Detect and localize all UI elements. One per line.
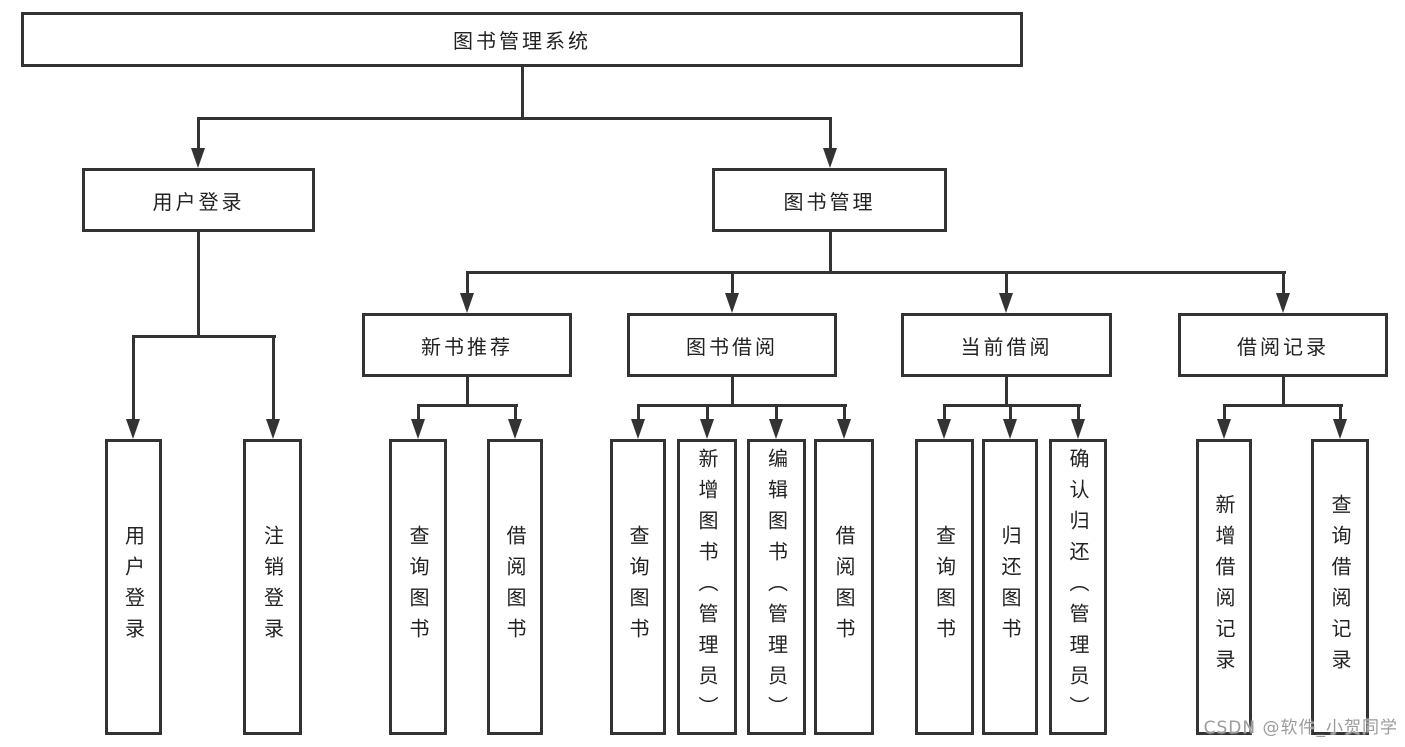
connector-drop-line [1009, 404, 1012, 421]
node-book-borrow: 图书借阅 [627, 313, 837, 377]
node-borrow-records: 借阅记录 [1178, 313, 1388, 377]
leaf-confirm-return-admin-label: 确认归还（管理员） [1066, 447, 1090, 727]
connector-drop-line [1223, 404, 1226, 421]
leaf-add-book-admin-label: 新增图书（管理员） [695, 447, 719, 727]
arrow-down-icon [126, 419, 140, 439]
arrow-down-icon [1217, 419, 1231, 439]
leaf-borrow-book-1-label: 借阅图书 [503, 525, 527, 649]
connector-drop-line [197, 117, 200, 151]
node-book-management: 图书管理 [712, 168, 947, 232]
connector-drop-line [1339, 404, 1342, 421]
node-book-borrow-label: 图书借阅 [686, 334, 778, 359]
connector-userlogin-rail [132, 335, 276, 338]
connector-stem [466, 377, 469, 407]
leaf-query-book-3-label: 查询图书 [932, 525, 957, 649]
connector-drop-line [1282, 271, 1285, 295]
leaf-add-book-admin: 新增图书（管理员） [677, 439, 737, 735]
arrow-down-icon [999, 293, 1013, 313]
node-current-borrow-label: 当前借阅 [960, 334, 1053, 359]
leaf-user-login: 用户登录 [105, 439, 162, 735]
node-borrow-records-label: 借阅记录 [1237, 334, 1329, 359]
leaf-borrow-book-2: 借阅图书 [814, 439, 874, 735]
leaf-query-borrow-record-label: 查询借阅记录 [1328, 494, 1352, 680]
arrow-down-icon [1071, 419, 1085, 439]
connector-drop-line [829, 117, 832, 151]
arrow-down-icon [700, 419, 714, 439]
node-root-label: 图书管理系统 [453, 29, 591, 53]
connector-drop-line [706, 404, 709, 421]
arrow-down-icon [1276, 293, 1290, 313]
connector-bookmgmt-stem [829, 232, 832, 274]
leaf-query-borrow-record: 查询借阅记录 [1311, 439, 1369, 735]
arrow-down-icon [1333, 419, 1347, 439]
node-new-book-recommend-label: 新书推荐 [421, 334, 513, 359]
arrow-down-icon [725, 293, 739, 313]
connector-stem [731, 377, 734, 407]
arrow-down-icon [837, 419, 851, 439]
arrow-down-icon [508, 419, 522, 439]
connector-drop-line [514, 404, 517, 421]
connector-drop-line [775, 404, 778, 421]
connector-userlogin-stem [197, 232, 200, 338]
arrow-down-icon [937, 419, 951, 439]
arrow-down-icon [266, 419, 280, 439]
leaf-edit-book-admin: 编辑图书（管理员） [747, 439, 806, 735]
connector-stem [1282, 377, 1285, 407]
leaf-query-book-1: 查询图书 [389, 439, 447, 735]
leaf-add-borrow-record: 新增借阅记录 [1196, 439, 1252, 735]
node-user-login: 用户登录 [82, 168, 315, 232]
arrow-down-icon [191, 148, 205, 168]
node-current-borrow: 当前借阅 [901, 313, 1112, 377]
connector-drop-line [731, 271, 734, 295]
leaf-logout: 注销登录 [243, 439, 302, 735]
connector-stem [1005, 377, 1008, 407]
connector-drop-line [943, 404, 946, 421]
leaf-return-book-label: 归还图书 [998, 525, 1022, 649]
node-new-book-recommend: 新书推荐 [362, 313, 572, 377]
connector-root-stem [521, 67, 524, 120]
leaf-edit-book-admin-label: 编辑图书（管理员） [764, 447, 789, 727]
arrow-down-icon [1003, 419, 1017, 439]
connector-drop-line [417, 404, 420, 421]
node-user-login-label: 用户登录 [152, 189, 245, 214]
leaf-query-book-3: 查询图书 [915, 439, 974, 735]
leaf-borrow-book-1: 借阅图书 [487, 439, 543, 735]
leaf-query-book-1-label: 查询图书 [406, 525, 430, 649]
connector-drop-line [132, 335, 135, 421]
leaf-return-book: 归还图书 [982, 439, 1038, 735]
connector-rail [1223, 404, 1343, 407]
arrow-down-icon [769, 419, 783, 439]
connector-drop-line [272, 335, 275, 421]
connector-l2-rail [466, 271, 1286, 274]
leaf-borrow-book-2-label: 借阅图书 [832, 525, 856, 649]
connector-drop-line [466, 271, 469, 295]
arrow-down-icon [823, 148, 837, 168]
connector-l1-rail [197, 117, 832, 120]
connector-drop-line [1077, 404, 1080, 421]
arrow-down-icon [631, 419, 645, 439]
connector-drop-line [637, 404, 640, 421]
connector-rail [417, 404, 518, 407]
node-book-management-label: 图书管理 [783, 189, 876, 214]
connector-drop-line [1005, 271, 1008, 295]
leaf-query-book-2-label: 查询图书 [626, 525, 650, 649]
leaf-add-borrow-record-label: 新增借阅记录 [1212, 494, 1236, 680]
arrow-down-icon [460, 293, 474, 313]
connector-drop-line [843, 404, 846, 421]
connector-rail [637, 404, 847, 407]
leaf-user-login-label: 用户登录 [121, 525, 146, 649]
leaf-logout-label: 注销登录 [260, 525, 285, 649]
leaf-query-book-2: 查询图书 [610, 439, 666, 735]
watermark: CSDN @软件_小贺同学 [1203, 718, 1398, 738]
node-root: 图书管理系统 [21, 12, 1023, 67]
arrow-down-icon [411, 419, 425, 439]
leaf-confirm-return-admin: 确认归还（管理员） [1049, 439, 1107, 735]
connector-rail [943, 404, 1081, 407]
